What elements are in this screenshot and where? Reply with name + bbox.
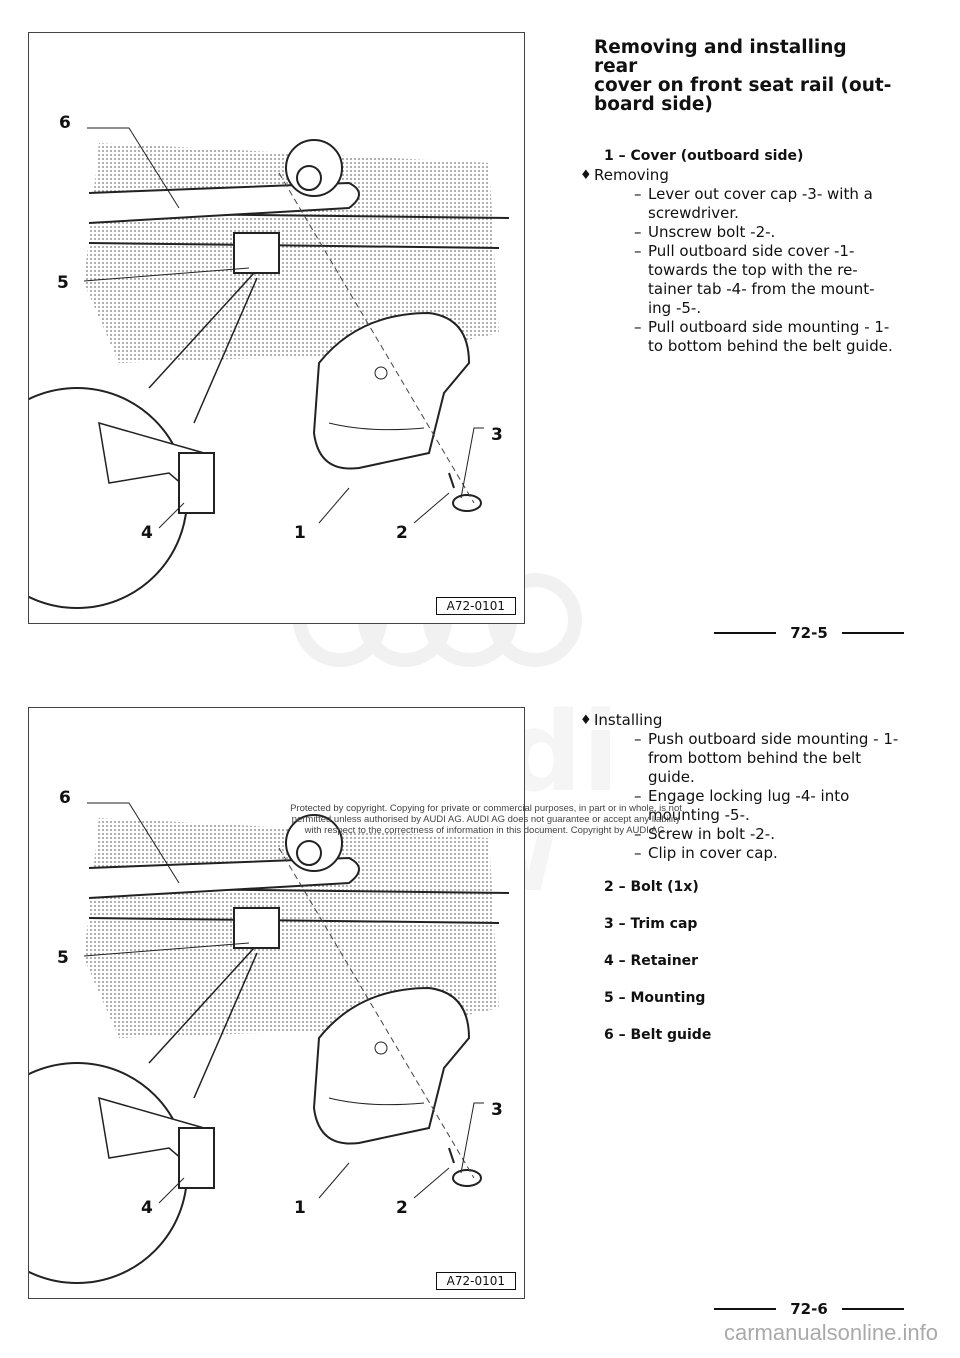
installing-step: Screw in bolt -2-. bbox=[580, 825, 900, 844]
watermark-line: permitted unless authorised by AUDI AG. … bbox=[291, 814, 681, 825]
figure-code: A72-0101 bbox=[435, 1272, 516, 1290]
figure-exploded-view-bottom: 6 5 3 4 1 2 A72-0101 bbox=[28, 707, 525, 1299]
callout-2: 2 bbox=[396, 1198, 408, 1218]
installing-step: Push outboard side mounting - 1- from bo… bbox=[580, 730, 900, 787]
part-item: 5 – Mounting bbox=[604, 990, 706, 1006]
watermark-line: Protected by copyright. Copying for priv… bbox=[290, 803, 682, 814]
copyright-watermark: Protected by copyright. Copying for priv… bbox=[256, 803, 716, 836]
removing-step: Lever out cover cap -3- with a screwdriv… bbox=[580, 185, 900, 223]
removing-step: Unscrew bolt -2-. bbox=[580, 223, 900, 242]
part-item: 2 – Bolt (1x) bbox=[604, 879, 699, 895]
part-item: 3 – Trim cap bbox=[604, 916, 698, 932]
parts-list: 2 – Bolt (1x) 3 – Trim cap 4 – Retainer … bbox=[580, 860, 900, 1045]
title-line: Removing and installing rear bbox=[594, 37, 847, 77]
page-rule-left bbox=[714, 632, 777, 634]
page-number: 72-5 bbox=[790, 624, 828, 642]
cover-illustration bbox=[29, 802, 510, 1284]
removing-step: Pull outboard side cover -1- towards the… bbox=[580, 242, 900, 318]
page-number-top: 72-5 bbox=[714, 624, 905, 642]
watermark-line: with respect to the correctness of infor… bbox=[304, 825, 668, 836]
callout-3: 3 bbox=[491, 425, 503, 445]
part-item: 4 – Retainer bbox=[604, 953, 699, 969]
installing-step: Engage locking lug -4- into mounting -5-… bbox=[580, 787, 900, 825]
callout-2: 2 bbox=[396, 523, 408, 543]
installing-label: Installing bbox=[580, 711, 900, 730]
page-title: Removing and installing rear cover on fr… bbox=[594, 38, 894, 114]
item-heading-cover: 1 – Cover (outboard side) bbox=[604, 148, 804, 164]
callout-1: 1 bbox=[294, 523, 306, 543]
callout-6: 6 bbox=[59, 113, 71, 133]
installing-step: Clip in cover cap. bbox=[580, 844, 900, 863]
callout-5: 5 bbox=[57, 948, 69, 968]
installing-section: Installing Push outboard side mounting -… bbox=[580, 711, 900, 863]
figure-code: A72-0101 bbox=[435, 597, 516, 615]
title-line: board side) bbox=[594, 94, 713, 115]
footer-url: carmanualsonline.info bbox=[723, 1320, 938, 1345]
part-item: 6 – Belt guide bbox=[604, 1027, 712, 1043]
removing-label: Removing bbox=[580, 166, 900, 185]
page-rule-right bbox=[841, 632, 905, 634]
callout-6: 6 bbox=[59, 788, 71, 808]
cover-illustration bbox=[29, 127, 510, 609]
removing-step: Pull outboard side mounting - 1- to bott… bbox=[580, 318, 900, 356]
callout-1: 1 bbox=[294, 1198, 306, 1218]
figure-exploded-view-top: 6 5 3 4 1 2 A72-0101 bbox=[28, 32, 525, 624]
callout-3: 3 bbox=[491, 1100, 503, 1120]
page-number: 72-6 bbox=[790, 1300, 828, 1318]
callout-4: 4 bbox=[141, 523, 153, 543]
callout-4: 4 bbox=[141, 1198, 153, 1218]
page-rule-left bbox=[714, 1308, 777, 1310]
title-line: cover on front seat rail (out- bbox=[594, 75, 892, 96]
page-number-bottom: 72-6 bbox=[714, 1300, 905, 1318]
callout-5: 5 bbox=[57, 273, 69, 293]
page-rule-right bbox=[841, 1308, 905, 1310]
removing-section: 1 – Cover (outboard side) Removing Lever… bbox=[580, 147, 900, 356]
